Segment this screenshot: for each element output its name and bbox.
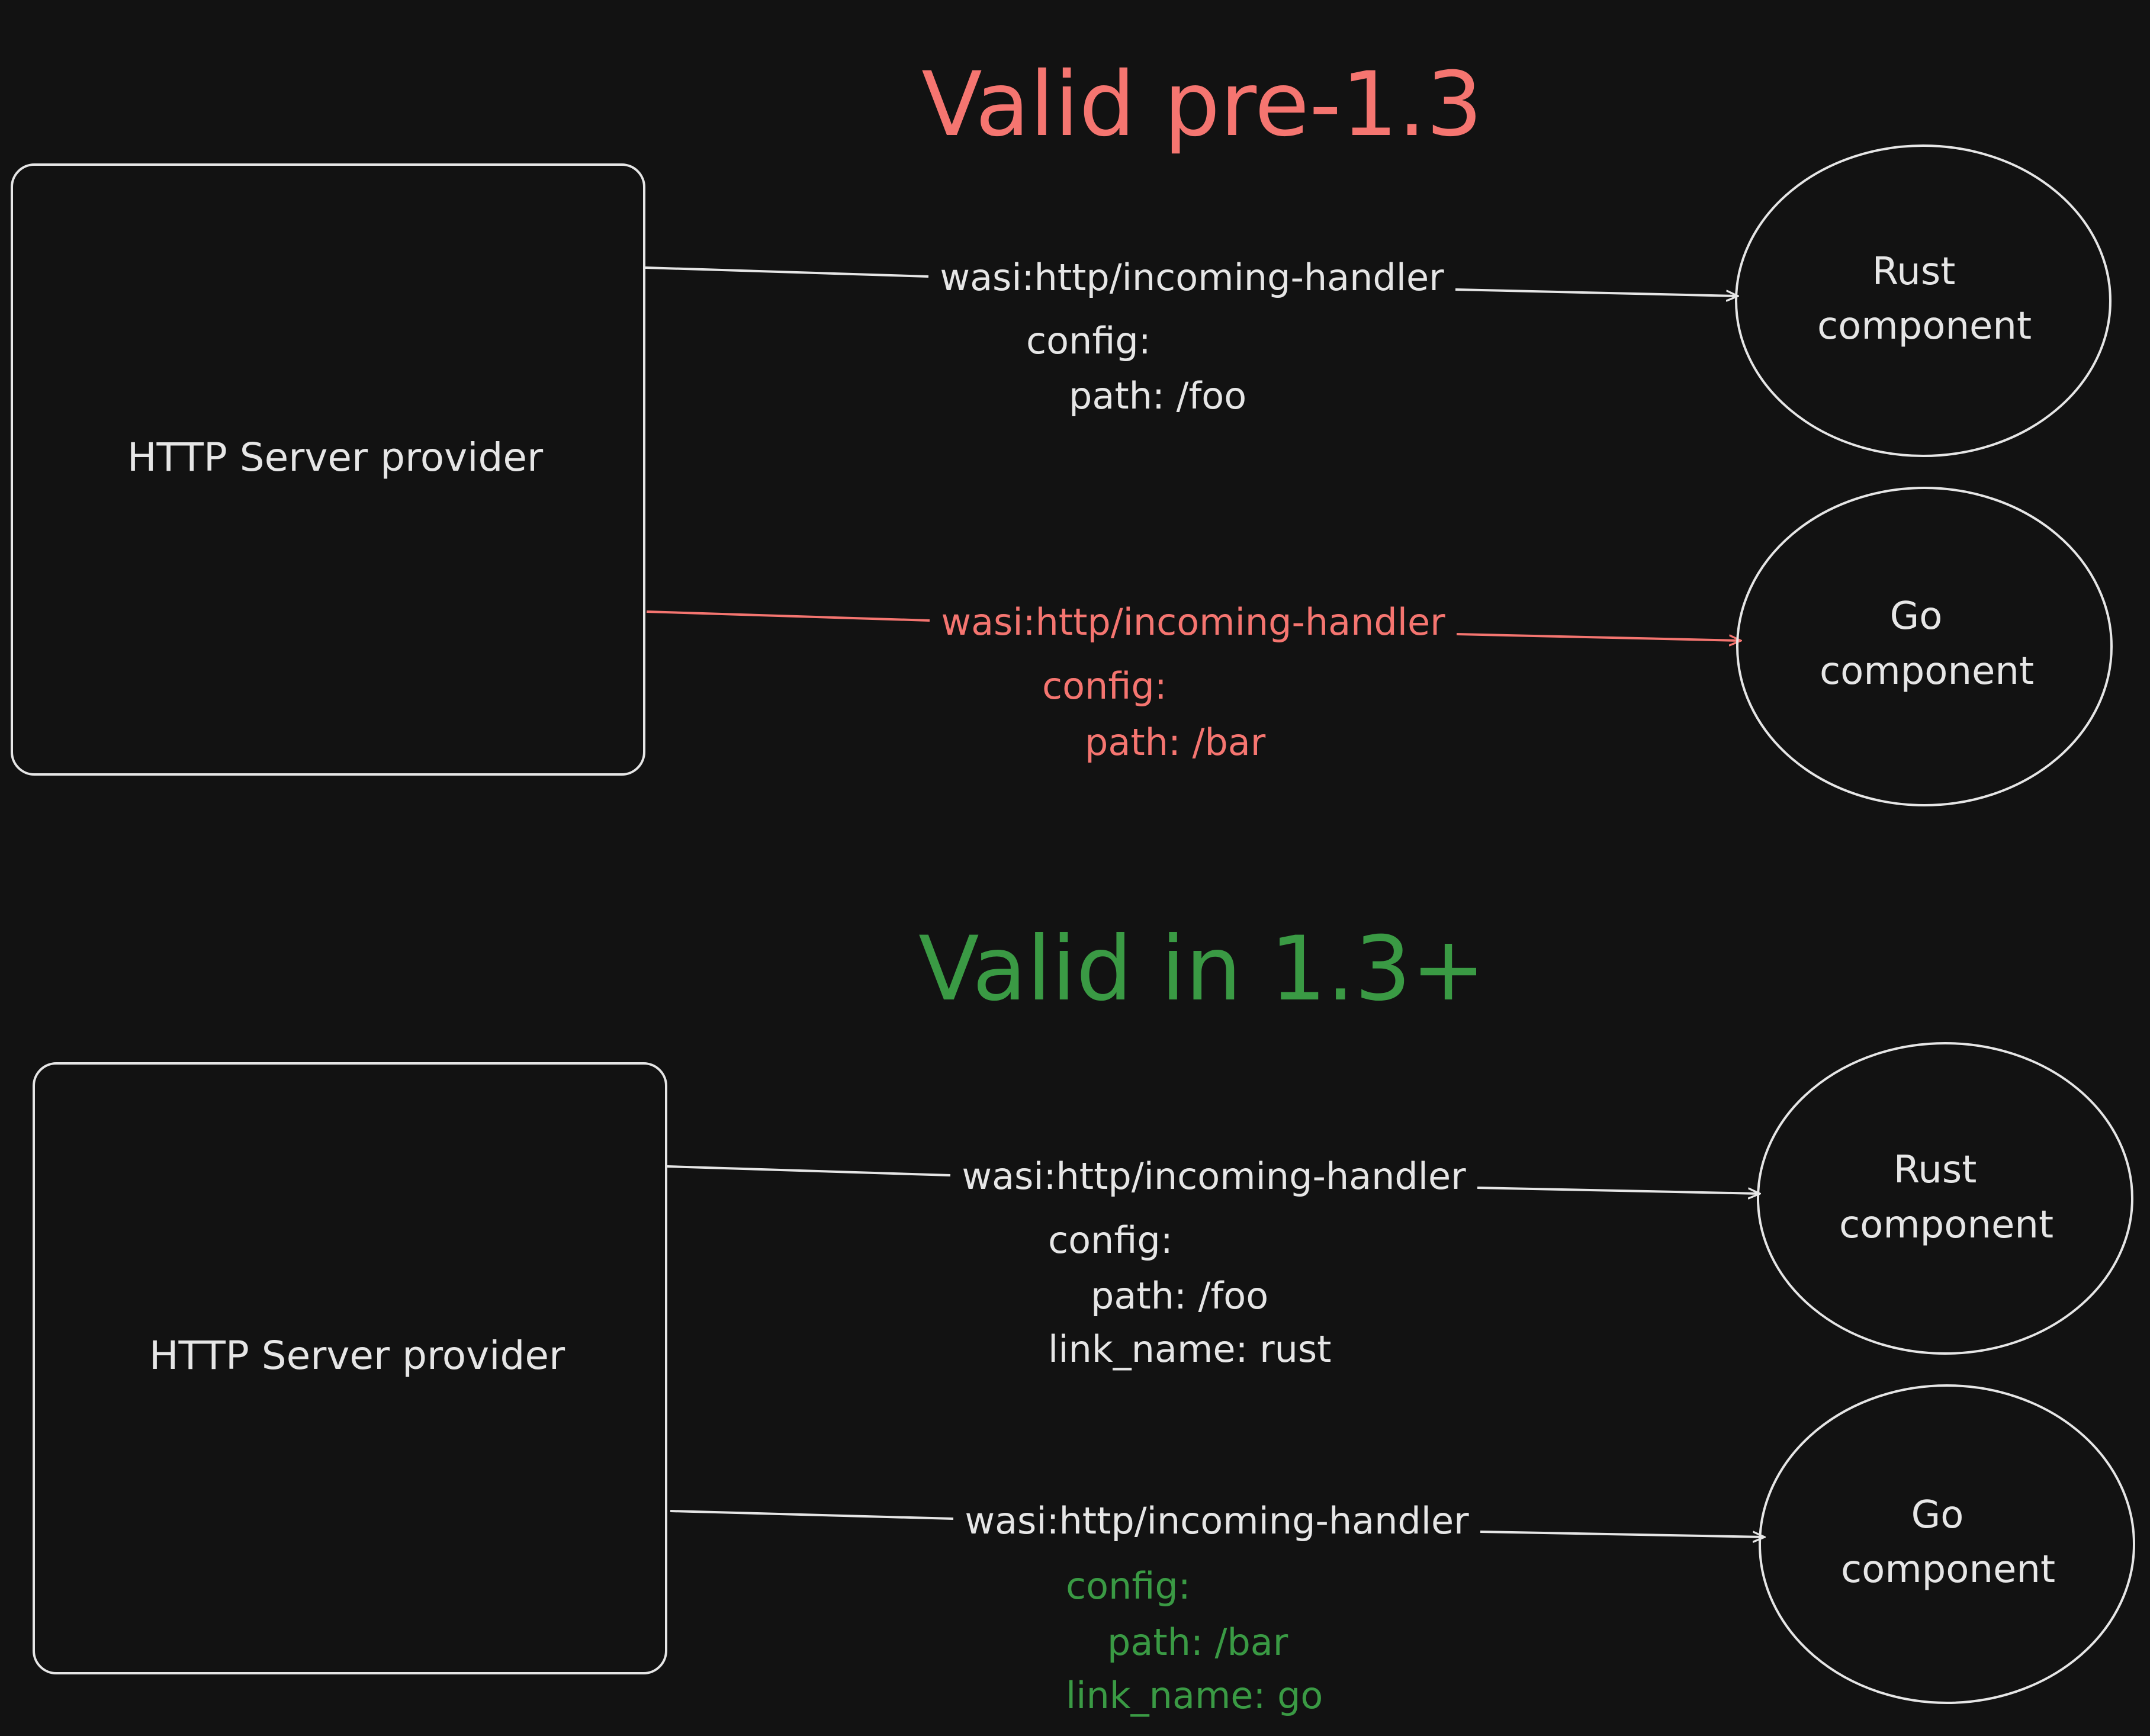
bottom-http-server-provider-box xyxy=(33,1062,667,1674)
top-link1-interface: wasi:http/incoming-handler xyxy=(940,256,1444,299)
bottom-link2-interface: wasi:http/incoming-handler xyxy=(965,1499,1469,1542)
top-section-title: Valid pre-1.3 xyxy=(921,53,1483,156)
bottom-rust-label-line2: component xyxy=(1839,1203,2053,1247)
top-link1-config-key: config: xyxy=(1026,319,1151,362)
bottom-rust-label-line1: Rust xyxy=(1894,1148,1977,1192)
bottom-link2-path: path: /bar xyxy=(1107,1621,1288,1664)
bottom-link2-link-name: link_name: go xyxy=(1066,1674,1323,1717)
top-rust-label-line2: component xyxy=(1817,304,2032,348)
bottom-go-component-circle xyxy=(1759,1384,2135,1704)
top-http-server-provider-box xyxy=(11,163,645,776)
top-link1-path: path: /foo xyxy=(1069,374,1246,417)
bottom-link1-interface: wasi:http/incoming-handler xyxy=(962,1155,1466,1198)
top-rust-label-line1: Rust xyxy=(1872,250,1956,294)
bottom-link1-path: path: /foo xyxy=(1091,1274,1268,1317)
bottom-link-arrow-go xyxy=(670,1510,954,1520)
bottom-provider-label: HTTP Server provider xyxy=(149,1333,565,1378)
bottom-go-label-line1: Go xyxy=(1911,1493,1964,1537)
bottom-go-label-line2: component xyxy=(1841,1548,2055,1592)
bottom-link1-link-name: link_name: rust xyxy=(1048,1327,1331,1371)
top-link2-path: path: /bar xyxy=(1085,721,1266,764)
top-go-label-line2: component xyxy=(1820,650,2034,693)
bottom-rust-component-circle xyxy=(1757,1042,2133,1355)
top-link2-config-key: config: xyxy=(1042,664,1167,708)
top-link-arrow-go-2 xyxy=(1456,633,1741,641)
top-link-arrow-rust xyxy=(645,266,929,278)
bottom-link2-config-key: config: xyxy=(1066,1564,1191,1608)
top-link-arrow-rust-2 xyxy=(1455,288,1738,296)
bottom-link-arrow-rust-2 xyxy=(1477,1187,1760,1194)
top-go-label-line1: Go xyxy=(1890,594,1943,638)
top-link2-interface: wasi:http/incoming-handler xyxy=(941,600,1445,644)
bottom-link-arrow-go-2 xyxy=(1480,1531,1765,1537)
bottom-link1-config-key: config: xyxy=(1048,1219,1173,1262)
top-rust-component-circle xyxy=(1735,144,2112,457)
bottom-link-arrow-rust xyxy=(667,1165,951,1176)
top-provider-label: HTTP Server provider xyxy=(127,435,544,480)
top-link-arrow-go xyxy=(646,610,930,622)
top-go-component-circle xyxy=(1736,487,2113,806)
bottom-section-title: Valid in 1.3+ xyxy=(918,918,1486,1021)
